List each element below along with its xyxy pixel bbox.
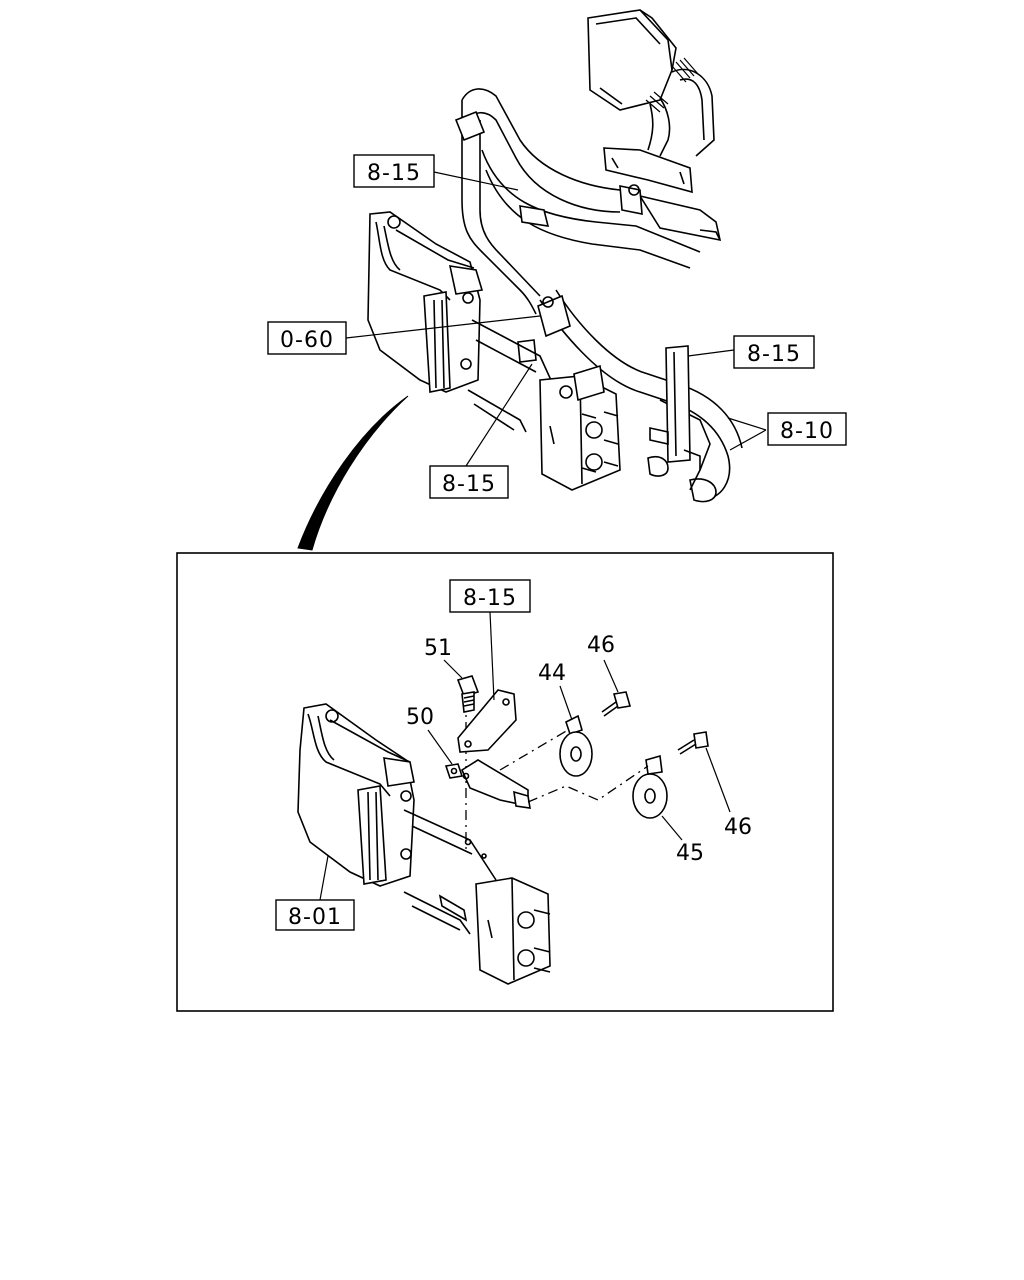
corrugated-hoses xyxy=(645,57,715,157)
bolt-46-top xyxy=(601,691,632,717)
callout-8-15-top: 8-15 xyxy=(353,154,435,188)
bolt-46-right xyxy=(677,731,709,755)
detail-headlamp xyxy=(297,703,415,887)
upper-hose-pipes xyxy=(454,88,701,315)
upper-headlamp xyxy=(367,211,484,393)
callout-8-15-right: 8-15 xyxy=(733,335,815,369)
detail-frame-member xyxy=(403,809,551,985)
callout-detail-8-15: 8-15 xyxy=(449,579,531,613)
svg-text:8-15: 8-15 xyxy=(367,161,421,186)
svg-text:8-10: 8-10 xyxy=(780,419,834,444)
upper-frame-bracket xyxy=(467,319,621,491)
lower-hose-pipes xyxy=(517,289,743,503)
horn-45-mount-line xyxy=(527,765,649,803)
upper-assembly-view: 8-15 0-60 8-15 8-10 8-15 xyxy=(267,9,847,551)
label-part-50: 50 xyxy=(406,705,434,730)
nut-50 xyxy=(444,763,464,779)
label-part-46-top: 46 xyxy=(587,633,615,658)
svg-text:8-15: 8-15 xyxy=(463,586,517,611)
svg-text:8-15: 8-15 xyxy=(442,472,496,497)
label-part-46-right: 46 xyxy=(724,815,752,840)
detail-leader-lines xyxy=(319,611,731,901)
bolt-51 xyxy=(456,675,480,713)
right-vertical-bracket xyxy=(649,345,701,470)
label-part-51: 51 xyxy=(424,636,452,661)
svg-text:0-60: 0-60 xyxy=(280,328,334,353)
detail-view: 8-15 8-01 51 50 44 46 46 45 xyxy=(176,552,834,1012)
horn-44 xyxy=(559,714,593,777)
horn-45 xyxy=(632,754,668,819)
callout-0-60: 0-60 xyxy=(267,321,347,355)
svg-text:8-01: 8-01 xyxy=(288,905,342,930)
detail-bracket xyxy=(457,689,517,753)
callout-detail-8-01: 8-01 xyxy=(275,899,355,931)
label-part-45: 45 xyxy=(676,841,704,866)
horn-44-mount-line xyxy=(499,729,569,771)
callout-8-15-bottom: 8-15 xyxy=(429,465,509,499)
callout-8-10: 8-10 xyxy=(767,412,847,446)
upper-leader-lines xyxy=(345,171,767,467)
detail-frame xyxy=(176,552,834,1012)
svg-text:8-15: 8-15 xyxy=(747,342,801,367)
upper-bracket xyxy=(603,147,722,242)
control-unit-drawing xyxy=(587,9,677,111)
label-part-44: 44 xyxy=(538,661,566,686)
detail-pointer-arrow xyxy=(297,395,409,551)
horn-bracket xyxy=(460,759,531,809)
